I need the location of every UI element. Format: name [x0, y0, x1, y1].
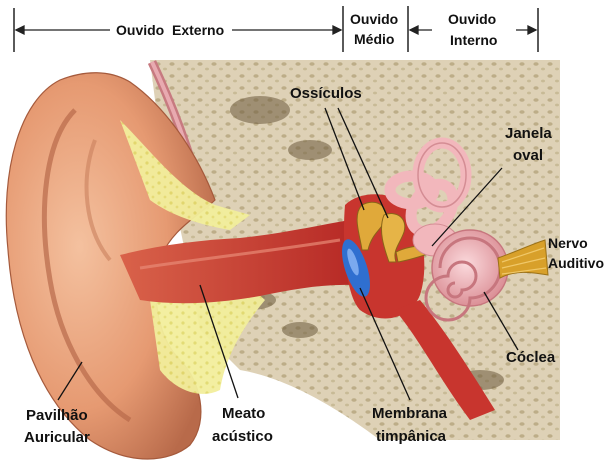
header-middle-ear-word1: Ouvido	[350, 11, 398, 27]
label-acoustic-meatus-line1: Meato	[222, 405, 265, 422]
label-auditory-nerve-line2: Auditivo	[548, 255, 604, 271]
header-internal-ear-word2: Interno	[450, 32, 497, 48]
label-pinna-line1: Pavilhão	[26, 407, 88, 424]
header-internal-ear-word1: Ouvido	[448, 11, 496, 27]
label-tympanic-membrane-line1: Membrana	[372, 405, 448, 422]
label-cochlea: Cóclea	[506, 349, 556, 366]
label-pinna-line2: Auricular	[24, 429, 90, 446]
ear-illustration	[6, 60, 560, 459]
header-external-ear-word1: Ouvido	[116, 22, 164, 38]
label-auditory-nerve-line1: Nervo	[548, 235, 588, 251]
label-acoustic-meatus-line2: acústico	[212, 428, 273, 445]
label-tympanic-membrane-line2: timpânica	[376, 428, 447, 445]
header-external-ear-word2: Externo	[172, 22, 224, 38]
label-oval-window-line1: Janela	[505, 125, 552, 142]
label-ossicles: Ossículos	[290, 85, 362, 102]
header-middle-ear-word2: Médio	[354, 31, 394, 47]
label-oval-window-line2: oval	[513, 147, 543, 164]
